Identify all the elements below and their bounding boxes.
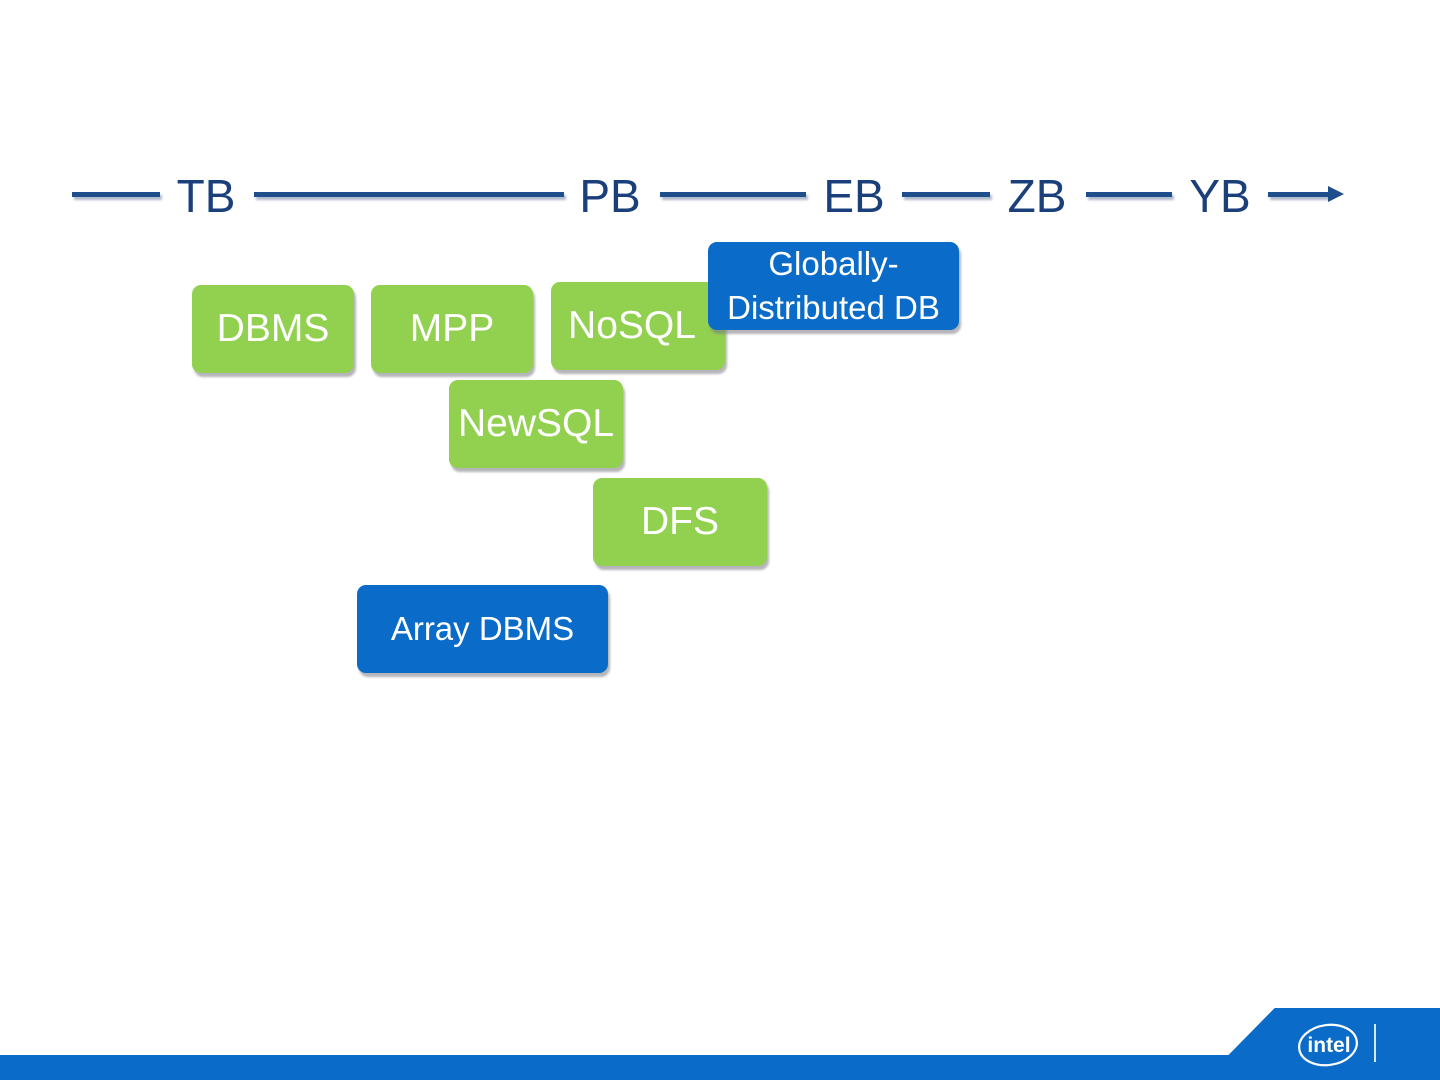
scale-segment xyxy=(1086,192,1172,197)
scale-segment xyxy=(902,192,990,197)
scale-label-zb: ZB xyxy=(1007,170,1067,222)
scale-label-eb: EB xyxy=(823,170,885,222)
box-dbms: DBMS xyxy=(192,285,354,373)
box-mpp: MPP xyxy=(371,285,533,373)
box-label: DBMS xyxy=(216,307,330,350)
box-array-dbms: Array DBMS xyxy=(357,585,608,673)
box-newsql: NewSQL xyxy=(449,380,623,468)
box-globally-distributed-db: Globally- Distributed DB xyxy=(708,242,959,330)
box-label: MPP xyxy=(409,307,495,350)
scale-segment xyxy=(1268,192,1330,197)
footer-tab xyxy=(1228,1008,1440,1080)
scale-label-pb: PB xyxy=(579,170,641,222)
footer-band xyxy=(0,1055,1440,1080)
box-dfs: DFS xyxy=(593,478,767,566)
box-nosql: NoSQL xyxy=(551,282,725,370)
scale-segment xyxy=(254,192,564,197)
scale-label-tb: TB xyxy=(176,170,236,222)
box-label: NewSQL xyxy=(457,402,615,445)
arrow-head-icon xyxy=(1328,186,1344,202)
box-label-line1: Globally- xyxy=(768,245,899,282)
intel-logo-icon: intel xyxy=(1298,1023,1358,1067)
logo-divider xyxy=(1374,1024,1376,1062)
scale-segment xyxy=(72,192,160,197)
scale-label-yb: YB xyxy=(1189,170,1251,222)
box-label: Array DBMS xyxy=(390,610,575,647)
box-label: NoSQL xyxy=(568,304,696,347)
scale-segment xyxy=(660,192,806,197)
svg-text:intel: intel xyxy=(1307,1034,1350,1057)
box-label-line2: Distributed DB xyxy=(727,289,940,326)
box-label: DFS xyxy=(641,500,719,543)
